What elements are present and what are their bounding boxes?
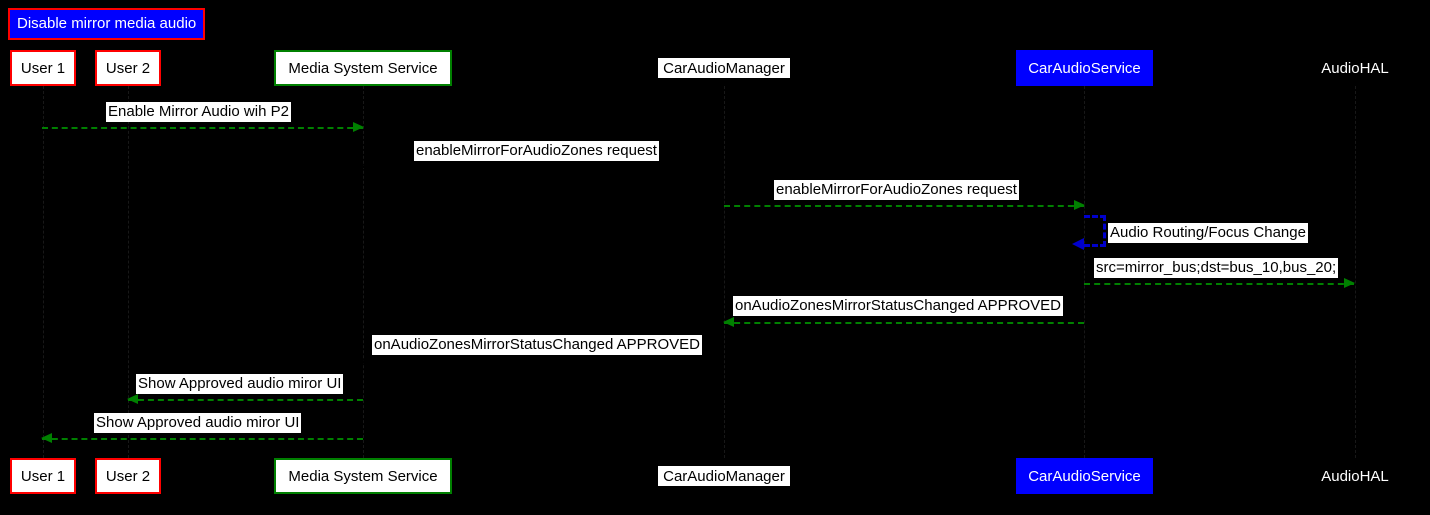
self-message-loop-audio-routing-focus-change	[1072, 215, 1106, 250]
message-line	[724, 205, 1084, 207]
arrowhead-left-icon	[362, 356, 373, 366]
participant-car-audio-service-bottom[interactable]: CarAudioService	[1016, 458, 1153, 494]
message-line	[363, 166, 724, 168]
arrowhead-right-icon	[353, 122, 364, 132]
participant-car-audio-manager-top[interactable]: CarAudioManager	[658, 58, 790, 78]
arrowhead-left-icon	[127, 394, 138, 404]
participant-audio-hal-top[interactable]: AudioHAL	[1321, 59, 1389, 77]
message-line	[724, 322, 1084, 324]
message-label-on-audio-zones-mirror-status-changed-approved-2: onAudioZonesMirrorStatusChanged APPROVED	[372, 335, 703, 355]
participant-audio-hal-bottom[interactable]: AudioHAL	[1321, 467, 1389, 485]
participant-user-1-bottom[interactable]: User 1	[10, 458, 76, 494]
arrowhead-right-icon	[1344, 278, 1355, 288]
message-label-audio-routing-focus-change: Audio Routing/Focus Change	[1108, 223, 1308, 243]
participant-car-audio-service-top[interactable]: CarAudioService	[1016, 50, 1153, 86]
lifeline-media-system-service	[363, 86, 364, 458]
message-line	[42, 438, 363, 440]
message-line	[128, 399, 363, 401]
participant-media-system-service-top[interactable]: Media System Service	[274, 50, 452, 86]
message-line	[42, 127, 363, 129]
lifeline-user-2	[128, 86, 129, 458]
lifeline-user-1	[43, 86, 44, 458]
message-label-show-approved-audio-mirror-ui-user-2: Show Approved audio miror UI	[136, 374, 344, 394]
message-label-on-audio-zones-mirror-status-changed-approved-1: onAudioZonesMirrorStatusChanged APPROVED	[733, 296, 1064, 316]
message-label-enable-mirror-for-audio-zones-request-1: enableMirrorForAudioZones request	[414, 141, 659, 161]
message-label-show-approved-audio-mirror-ui-user-1: Show Approved audio miror UI	[94, 413, 302, 433]
participant-car-audio-manager-bottom[interactable]: CarAudioManager	[658, 466, 790, 486]
participant-user-2-bottom[interactable]: User 2	[95, 458, 161, 494]
message-line	[363, 361, 724, 363]
arrowhead-right-icon	[1074, 200, 1085, 210]
arrowhead-left-icon	[1072, 238, 1084, 250]
participant-user-1-top[interactable]: User 1	[10, 50, 76, 86]
arrowhead-right-icon	[714, 161, 725, 171]
diagram-title: Disable mirror media audio	[8, 8, 206, 40]
arrowhead-left-icon	[41, 433, 52, 443]
lifeline-car-audio-service	[1084, 86, 1085, 458]
lifeline-car-audio-manager	[724, 86, 725, 458]
participant-media-system-service-bottom[interactable]: Media System Service	[274, 458, 452, 494]
participant-user-2-top[interactable]: User 2	[95, 50, 161, 86]
message-label-src-dst-bus-routing: src=mirror_bus;dst=bus_10,bus_20;	[1094, 258, 1339, 278]
message-line	[1084, 283, 1354, 285]
message-label-enable-mirror-audio-with-p2: Enable Mirror Audio wih P2	[106, 102, 291, 122]
message-label-enable-mirror-for-audio-zones-request-2: enableMirrorForAudioZones request	[774, 180, 1019, 200]
lifeline-audio-hal	[1355, 86, 1356, 458]
arrowhead-left-icon	[723, 317, 734, 327]
